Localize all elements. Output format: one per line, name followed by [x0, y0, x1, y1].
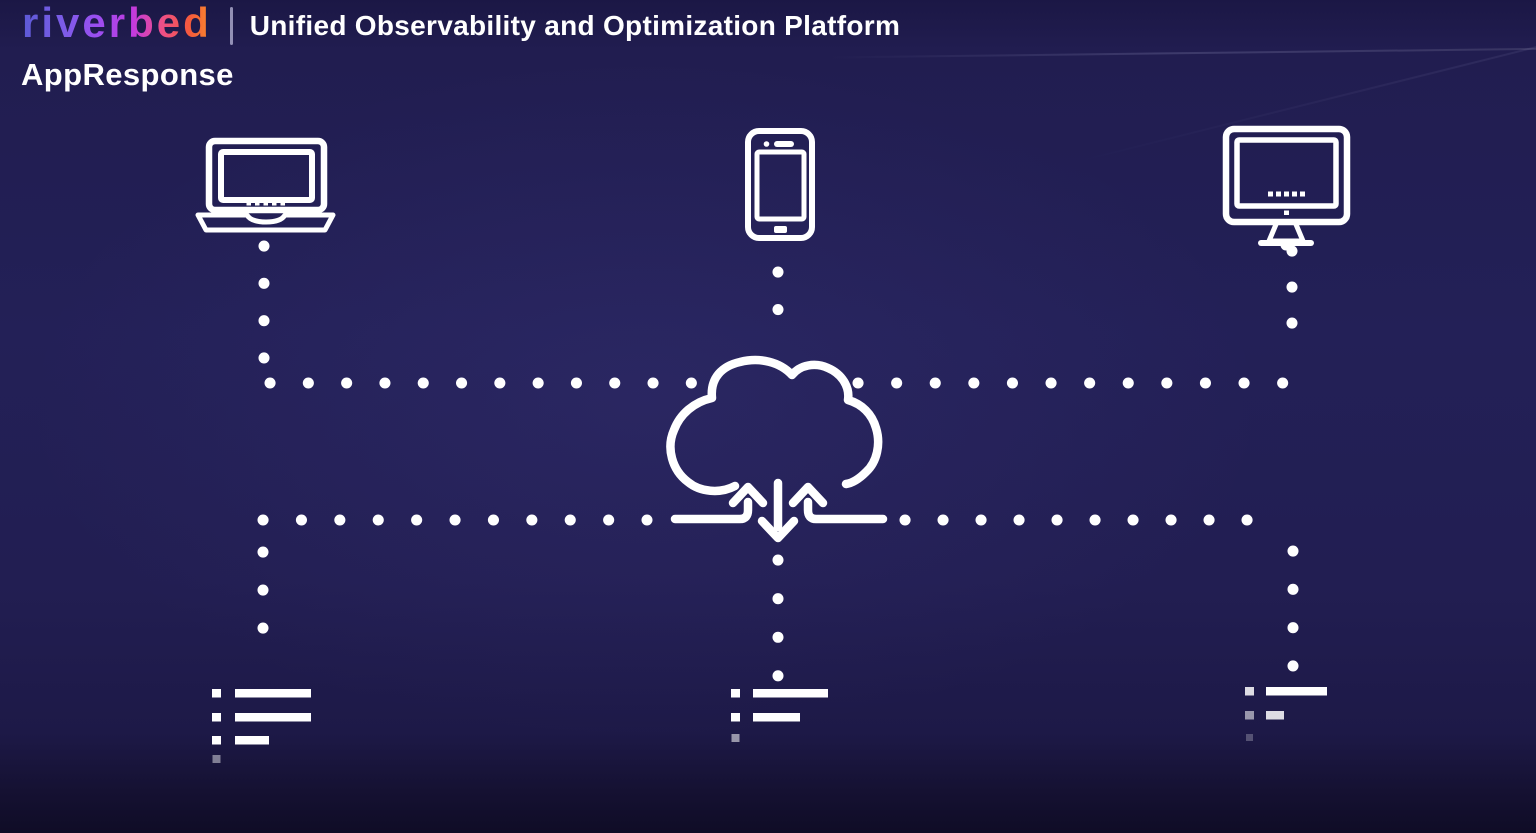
cloud-sync-icon — [666, 355, 888, 543]
riverbed-logo: riverbed — [22, 2, 212, 50]
cloud-outline — [666, 355, 883, 496]
arrow-up-left — [670, 497, 753, 524]
smartphone-icon — [745, 128, 815, 241]
laptop-hinge-dots — [246, 201, 285, 206]
page-title: Unified Observability and Optimization P… — [249, 10, 901, 41]
arrow-up-right — [788, 482, 828, 508]
list-icon-right — [1245, 687, 1327, 741]
logo-divider — [229, 7, 233, 45]
phone-speaker — [763, 141, 794, 233]
laptop-icon — [195, 137, 336, 233]
arrow-up-right — [803, 497, 888, 524]
diagram-strokes — [195, 125, 1351, 763]
monitor-stand-base — [1258, 239, 1314, 251]
arrow-up-left — [728, 482, 768, 508]
desktop-monitor-icon — [1222, 125, 1351, 251]
product-name-label: AppResponse — [21, 57, 234, 92]
dotted-connectors — [257, 240, 1299, 682]
list-icon-left — [212, 689, 311, 763]
arrow-down — [757, 516, 799, 543]
monitor-screen-dots — [1268, 191, 1305, 215]
list-icon-center — [731, 689, 828, 742]
header-bar: riverbed Unified Observability and Optim… — [0, 0, 1536, 52]
